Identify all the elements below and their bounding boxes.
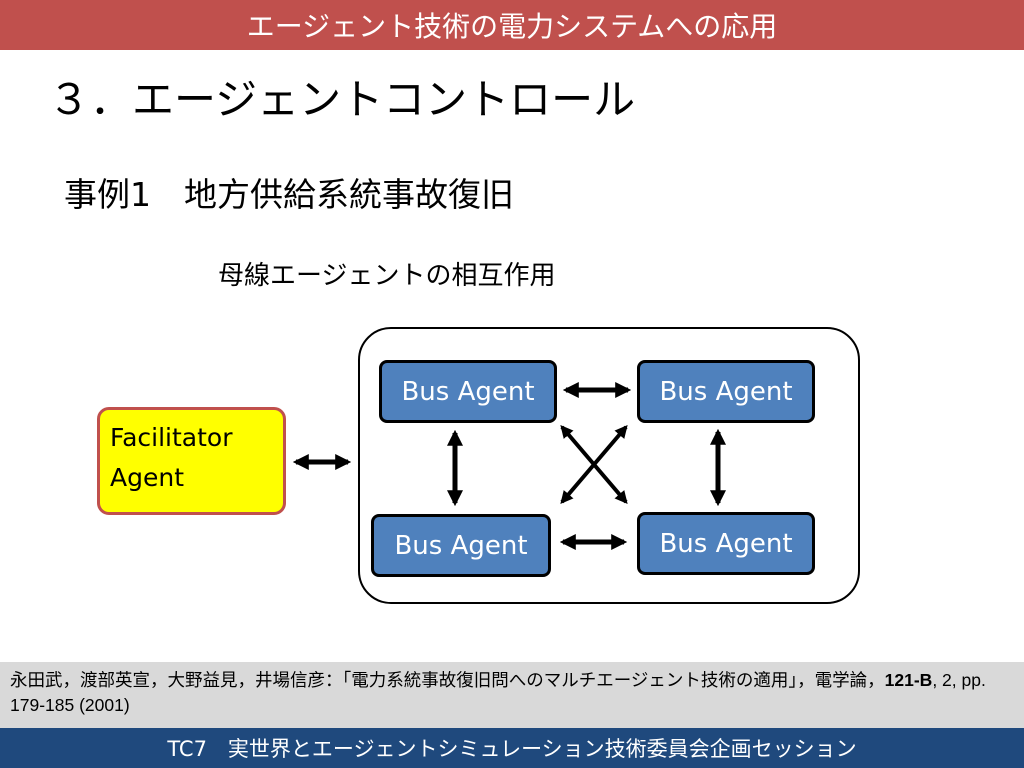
slide-title: ３．エージェントコントロール [48, 75, 636, 124]
bus-agent-label: Bus Agent [659, 376, 793, 407]
header-title: エージェント技術の電力システムへの応用 [246, 10, 778, 43]
reference-volume: 121-B [884, 670, 933, 690]
slide-subtitle: 事例1 地方供給系統事故復旧 [64, 175, 514, 214]
facilitator-label-line1: Facilitator [110, 423, 233, 452]
facilitator-label-line2: Agent [110, 463, 184, 492]
reference-citation: 永田武，渡部英宣，大野益見，井場信彦：「電力系統事故復旧問へのマルチエージェント… [0, 662, 1024, 728]
bus-agent-top-right: Bus Agent [637, 360, 815, 423]
footer-bar: TC7 実世界とエージェントシミュレーション技術委員会企画セッション [0, 728, 1024, 768]
bus-agent-label: Bus Agent [394, 530, 528, 561]
bus-agent-bottom-right: Bus Agent [637, 512, 815, 575]
bus-agent-bottom-left: Bus Agent [371, 514, 551, 577]
header-bar: エージェント技術の電力システムへの応用 [0, 0, 1024, 50]
reference-details: , 2, pp. 179-185 (2001) [10, 670, 986, 715]
bus-agent-top-left: Bus Agent [379, 360, 557, 423]
bus-agent-label: Bus Agent [401, 376, 535, 407]
diagonal-link-arrow-b [560, 425, 628, 504]
reference-text: 永田武，渡部英宣，大野益見，井場信彦：「電力系統事故復旧問へのマルチエージェント… [10, 670, 885, 690]
facilitator-agent-box: Facilitator Agent [97, 407, 286, 515]
footer-text: TC7 実世界とエージェントシミュレーション技術委員会企画セッション [167, 737, 857, 761]
bus-agent-label: Bus Agent [659, 528, 793, 559]
diagram-caption: 母線エージェントの相互作用 [218, 261, 556, 291]
